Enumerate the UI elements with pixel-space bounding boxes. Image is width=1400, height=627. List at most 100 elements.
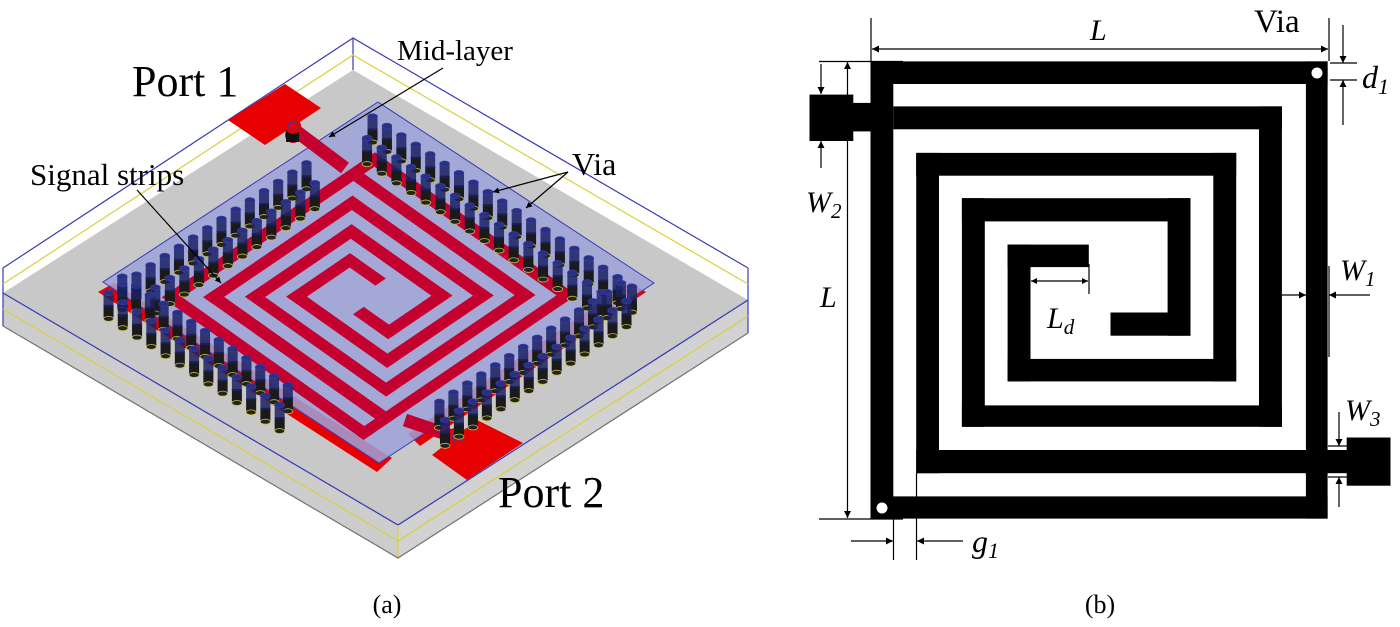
via-top xyxy=(185,318,197,325)
trace-b-seg xyxy=(916,450,1328,474)
via-cylinder xyxy=(207,246,219,279)
via-top xyxy=(213,336,225,344)
via-lower-body xyxy=(287,184,298,199)
via-cylinder xyxy=(268,373,280,406)
via-top xyxy=(439,416,451,423)
via-top xyxy=(272,178,284,185)
via-cylinder xyxy=(272,178,284,211)
port-2-pad-2d xyxy=(1346,437,1391,486)
via-top xyxy=(607,307,618,314)
via-lower-body xyxy=(495,395,506,410)
via-lower-body xyxy=(468,194,479,209)
trace-b-seg xyxy=(916,152,1237,176)
via-cylinder xyxy=(376,144,388,177)
via-foot xyxy=(508,257,520,264)
via-top xyxy=(509,371,521,378)
via-top xyxy=(476,371,487,378)
via-lower-body xyxy=(150,299,161,314)
via-body xyxy=(222,240,233,255)
via-top xyxy=(295,189,306,196)
via-body xyxy=(280,202,291,217)
via-foot xyxy=(523,388,535,394)
via-foot xyxy=(309,206,321,213)
via-top xyxy=(621,297,632,305)
via-foot xyxy=(236,253,248,260)
via-cylinder xyxy=(286,169,298,202)
via-top xyxy=(489,362,501,369)
via-body xyxy=(468,182,479,197)
via-cylinder xyxy=(185,318,197,351)
via-body xyxy=(462,383,473,398)
via-top xyxy=(309,180,321,187)
via-body xyxy=(202,228,213,243)
via-top xyxy=(517,343,529,351)
via-body xyxy=(158,303,169,318)
via-top xyxy=(227,345,238,353)
via-foot xyxy=(522,266,534,273)
via-top xyxy=(103,289,114,296)
via-lower-body xyxy=(381,137,392,152)
via-top xyxy=(173,243,185,250)
via-top xyxy=(381,122,393,129)
via-lower-body xyxy=(103,304,114,319)
via-top xyxy=(593,316,604,323)
via-lower-body xyxy=(202,240,213,255)
via-top xyxy=(410,141,422,148)
via-body xyxy=(582,282,593,297)
via-cylinder xyxy=(199,327,211,360)
via-body xyxy=(440,419,450,434)
via-top xyxy=(146,317,157,324)
via-body xyxy=(454,173,465,188)
via-cylinder xyxy=(537,352,549,385)
via-lower-body xyxy=(251,233,262,248)
via-body xyxy=(159,256,170,271)
via-lower-body xyxy=(367,128,378,143)
via-lower-body xyxy=(523,255,534,270)
via-body xyxy=(569,248,580,263)
via-lower-body xyxy=(481,404,492,419)
via-body xyxy=(227,349,238,364)
via-top xyxy=(565,334,576,341)
via-body xyxy=(583,258,594,273)
via-lower-body xyxy=(420,188,431,203)
via-cylinder xyxy=(117,299,129,332)
via-foot xyxy=(361,161,373,167)
via-top xyxy=(467,398,479,405)
via-lower-body xyxy=(410,156,421,171)
via-body xyxy=(230,209,241,224)
via-lower-body xyxy=(552,275,563,290)
via-lower-body xyxy=(144,306,155,321)
via-cylinder xyxy=(478,211,490,244)
via-body xyxy=(146,320,157,335)
via-lower-body xyxy=(454,185,465,200)
via-body xyxy=(260,395,271,410)
via-foot xyxy=(552,286,564,292)
via-foot xyxy=(259,418,271,425)
via-lower-body xyxy=(173,258,184,273)
via-foot xyxy=(265,234,277,241)
via-foot xyxy=(495,406,507,413)
via-lower-body xyxy=(497,213,508,228)
dim-g1-label: g1 xyxy=(972,523,999,563)
via-body xyxy=(231,377,242,392)
substrate-wireframe xyxy=(2,37,749,559)
via-foot xyxy=(160,353,171,360)
via-body xyxy=(509,374,520,389)
via-body xyxy=(523,364,534,379)
trace-b-seg xyxy=(1007,244,1089,268)
via-body xyxy=(381,125,392,140)
via-body xyxy=(117,283,128,298)
via-foot xyxy=(217,390,229,397)
via-cylinder xyxy=(254,364,266,397)
via-lower-body xyxy=(588,313,599,328)
via-lower-body xyxy=(607,322,618,337)
via-cylinder xyxy=(391,154,402,187)
via-top xyxy=(245,383,257,390)
via-top xyxy=(493,221,505,228)
via-cylinder xyxy=(467,398,479,431)
via-lower-body xyxy=(509,386,520,401)
via-body xyxy=(497,201,508,216)
via-foot xyxy=(565,360,577,367)
via-cylinder xyxy=(522,240,534,273)
via-body xyxy=(523,243,534,258)
